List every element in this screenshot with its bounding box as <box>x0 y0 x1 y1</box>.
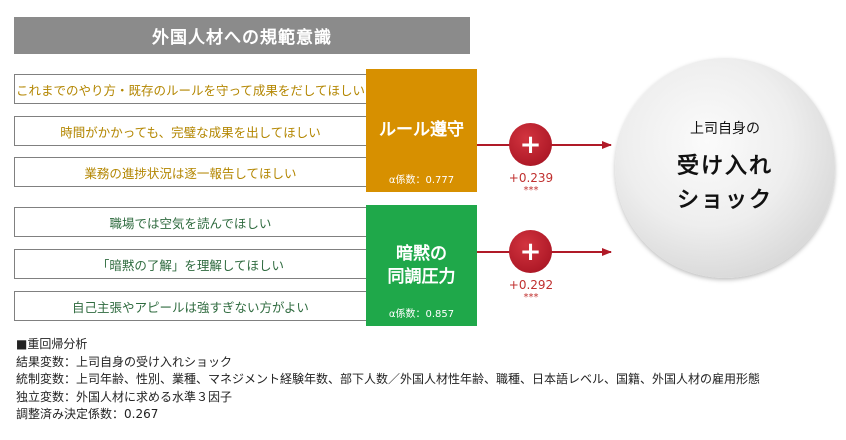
factor-rule-compliance: ルール遵守 α係数：0.777 <box>366 69 477 192</box>
outcome-line1: 受け入れ <box>676 154 773 179</box>
coef-factor1: +0.239 <box>508 171 554 185</box>
note-line-1: ■重回帰分析 <box>16 337 88 351</box>
analysis-notes: ■重回帰分析 結果変数：上司自身の受け入れショック 統制変数：上司年齢、性別、業… <box>16 336 760 424</box>
outcome-circle: 上司自身の 受け入れ ショック <box>615 58 835 278</box>
factor2-name-line2: 同調圧力 <box>387 266 456 287</box>
plus-icon-2: + <box>509 230 552 273</box>
factor1-alpha: α係数：0.777 <box>388 175 455 186</box>
rule-item-1: これまでのやり方・既存のルールを守って成果をだしてほしい <box>14 74 366 104</box>
coef-factor2: +0.292 <box>508 278 554 292</box>
note-line-4: 独立変数：外国人材に求める水準３因子 <box>16 389 233 404</box>
factor2-alpha: α係数：0.857 <box>388 309 455 320</box>
note-line-3: 統制変数：上司年齢、性別、業種、マネジメント経験年数、部下人数／外国人材性年齢、… <box>16 372 761 386</box>
title-bar: 外国人材への規範意識 <box>14 17 470 54</box>
sig-factor1: *** <box>523 185 539 196</box>
factor1-name: ルール遵守 <box>379 120 464 140</box>
pressure-item-3: 自己主張やアピールは強すぎない方がよい <box>14 291 366 321</box>
outcome-line2: ショック <box>676 188 773 213</box>
plus-icon-1: + <box>509 123 552 166</box>
factor-implicit-pressure: 暗黙の 同調圧力 α係数：0.857 <box>366 205 477 326</box>
factor2-name-line1: 暗黙の <box>396 243 447 264</box>
note-line-2: 結果変数：上司自身の受け入れショック <box>16 354 233 369</box>
rule-item-2: 時間がかかっても、完璧な成果を出してほしい <box>14 116 366 146</box>
pressure-item-2: 「暗黙の了解」を理解してほしい <box>14 249 366 279</box>
note-line-5: 調整済み決定係数：0.267 <box>16 407 159 421</box>
sig-factor2: *** <box>523 292 539 303</box>
pressure-item-1: 職場では空気を読んでほしい <box>14 207 366 237</box>
rule-item-3: 業務の進捗状況は逐一報告してほしい <box>14 157 366 187</box>
outcome-subtitle: 上司自身の <box>690 121 760 137</box>
